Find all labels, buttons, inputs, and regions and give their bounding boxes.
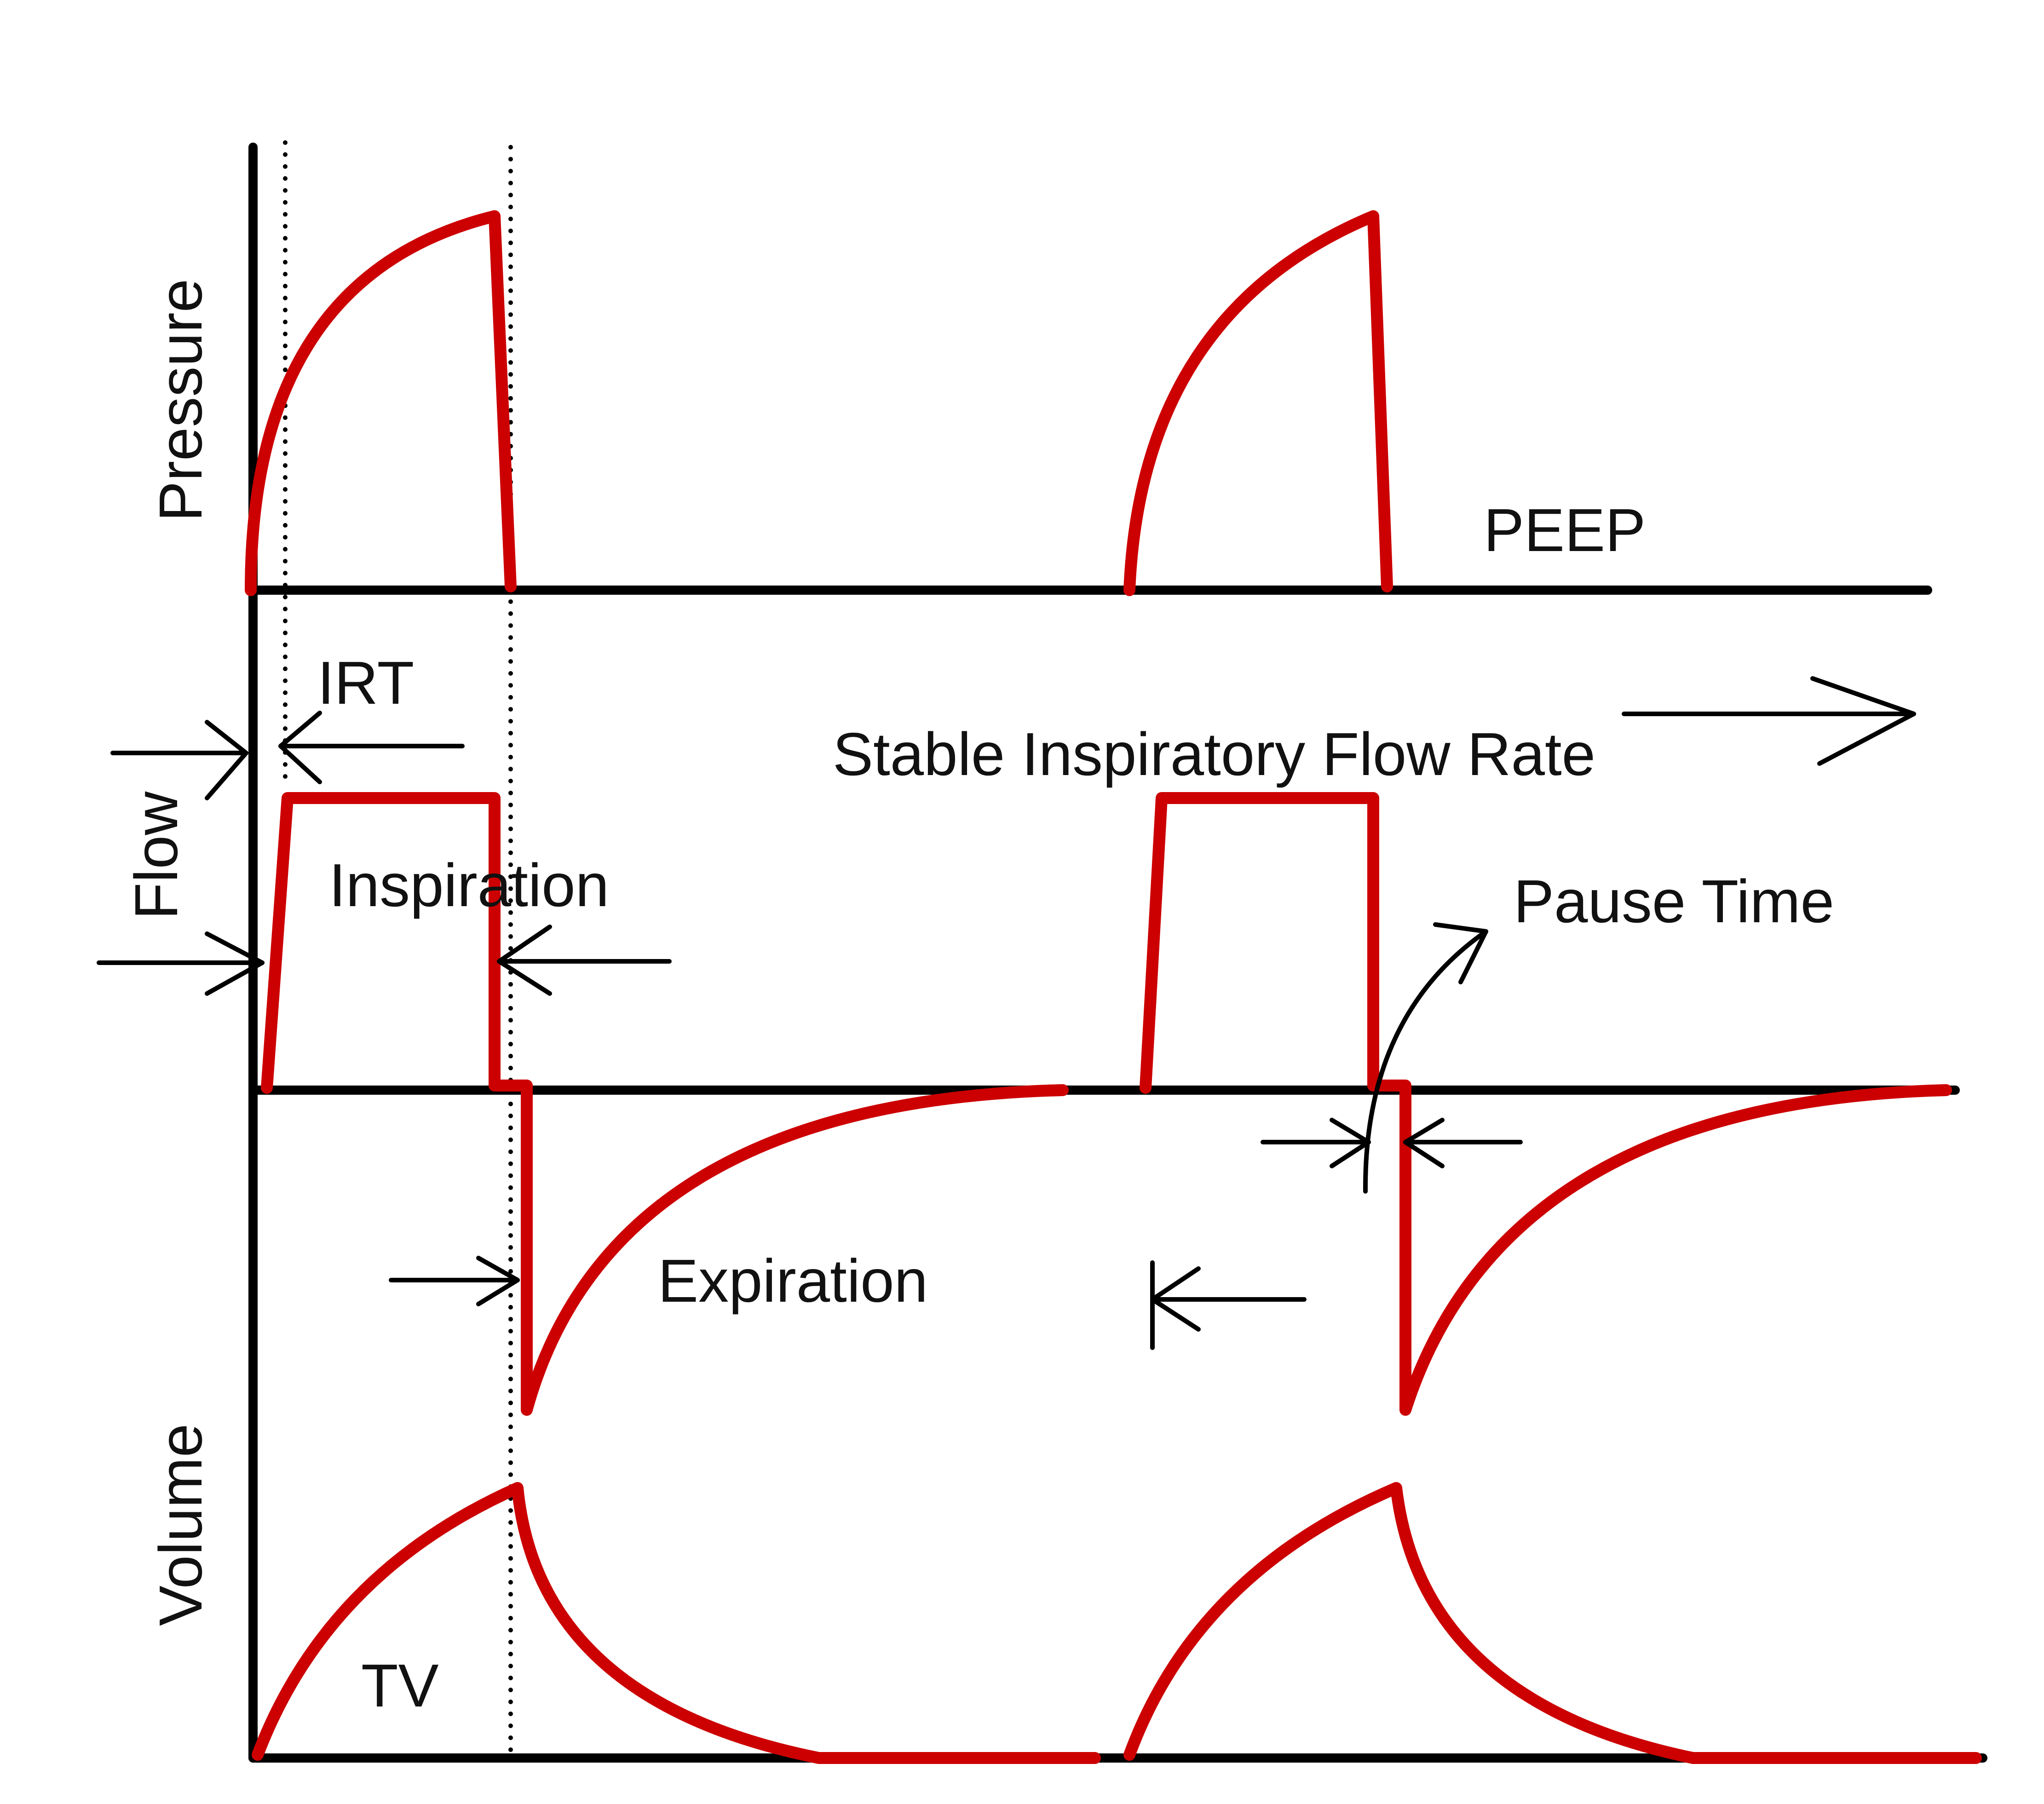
irt-label: IRT (317, 649, 414, 717)
stable-flow-arrow (1622, 676, 1916, 766)
pause-time-pointer-arrow (1363, 922, 1488, 1194)
pause-time-label: Pause Time (1514, 868, 1834, 935)
annotation-arrows (97, 676, 1916, 1350)
peep-label: PEEP (1484, 496, 1646, 564)
expiration-start-arrow (389, 1256, 520, 1306)
pressure-breath-1 (245, 210, 517, 596)
volume-waveform (252, 1482, 1982, 1764)
guide-lines (283, 140, 513, 1760)
irt-left-arrow (110, 720, 248, 800)
pressure-waveform (245, 210, 1393, 596)
flow-start-arrow (97, 931, 265, 996)
expiration-label: Expiration (658, 1247, 928, 1315)
irt-right-arrow (278, 711, 465, 784)
volume-breath-2 (1123, 1482, 1982, 1764)
labels: Pressure Flow Volume PEEP IRT Stable Ins… (122, 279, 1834, 1719)
pressure-breath-2 (1123, 210, 1393, 596)
flow-breath-2 (1140, 792, 1952, 1416)
pause-time-left-arrow (1261, 1118, 1371, 1168)
flow-axis-label: Flow (122, 791, 190, 919)
pause-time-right-arrow (1403, 1118, 1523, 1168)
tv-label: TV (361, 1652, 439, 1719)
inspiration-label: Inspiration (329, 851, 609, 919)
flow-breath-1 (261, 792, 1069, 1416)
pressure-axis-label: Pressure (147, 279, 214, 522)
stable-flow-label: Stable Inspiratory Flow Rate (833, 720, 1595, 788)
expiration-direction-arrow (1150, 1260, 1307, 1350)
volume-axis-label: Volume (147, 1424, 214, 1626)
inspiration-end-arrow (497, 925, 672, 996)
flow-waveform (261, 792, 1952, 1416)
volume-breath-1 (252, 1482, 1101, 1764)
